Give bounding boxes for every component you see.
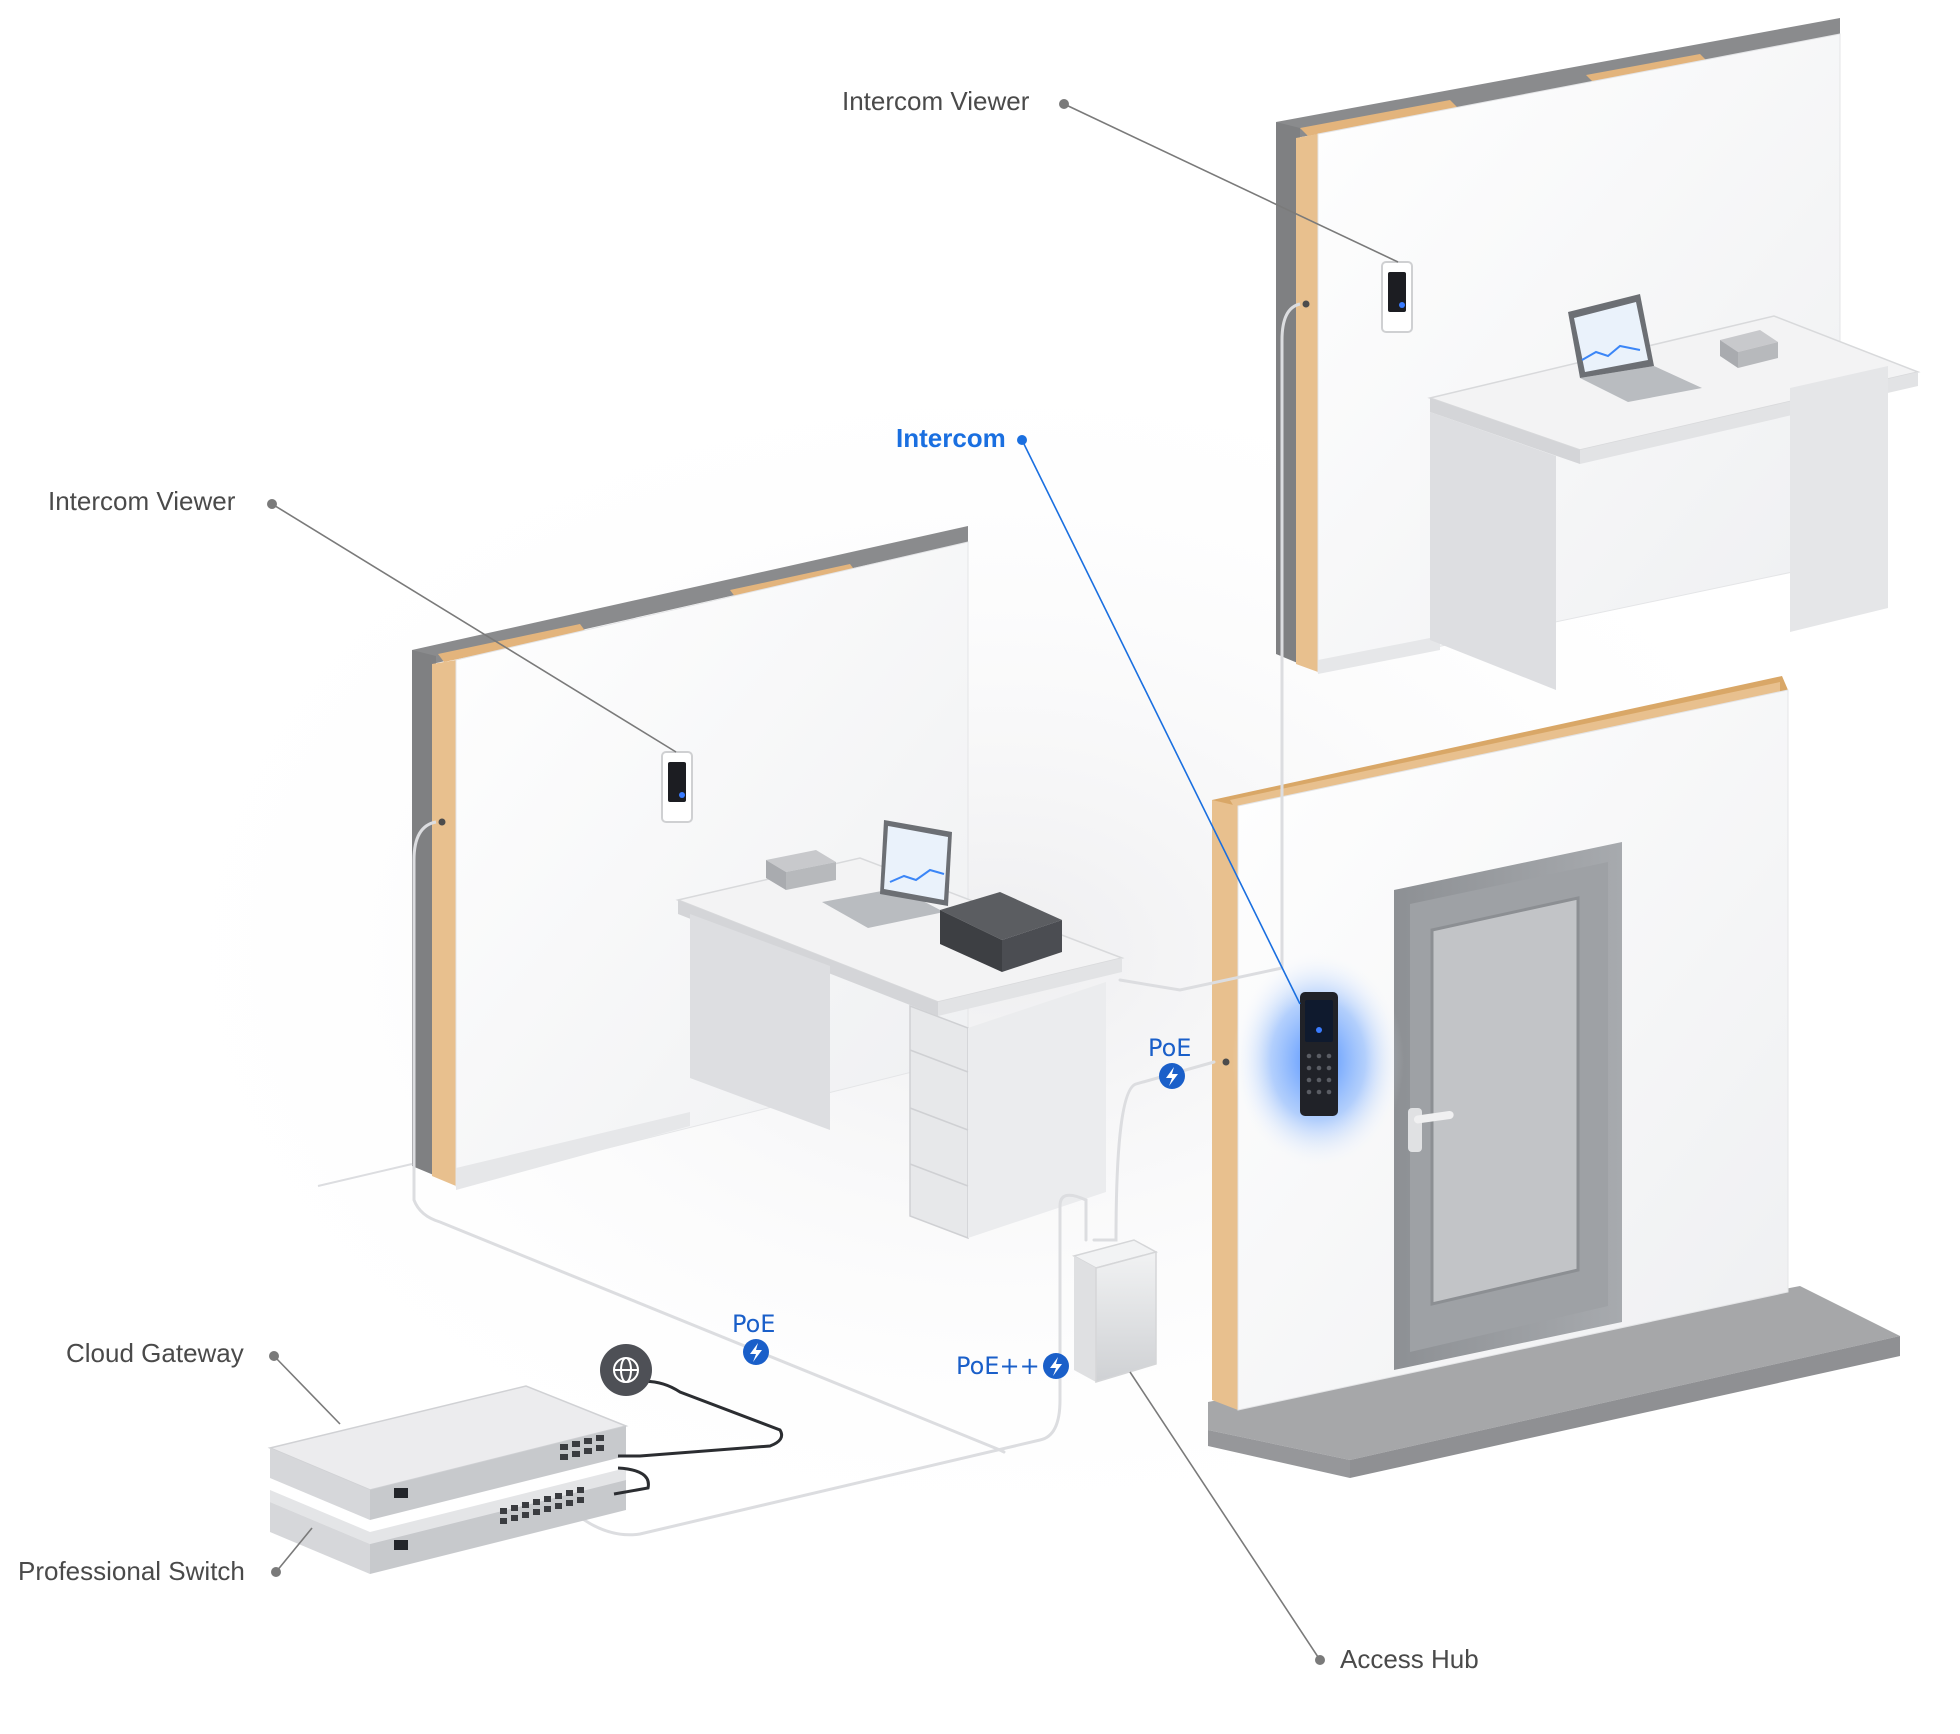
badge-poe-door: PoE (1148, 1034, 1192, 1062)
left-wall-wood (432, 660, 456, 1186)
leader-left-viewer (271, 503, 677, 753)
leader-access-hub (1129, 1371, 1321, 1661)
door-wall-port (1222, 1058, 1230, 1066)
top-wall-cable (1280, 302, 1301, 768)
globe-icon (600, 1344, 652, 1396)
top-books (1720, 330, 1778, 352)
switch-front (270, 1502, 370, 1574)
gateway-ports (560, 1435, 604, 1460)
left-intercom-viewer-screen (668, 762, 686, 802)
leader-lines (271, 103, 1399, 1661)
badge-poe-plus-plus: PoE++ (956, 1352, 1040, 1380)
left-books (766, 850, 836, 872)
lightning-bolt-icon (1159, 1063, 1185, 1089)
drawer-line-1 (909, 1049, 969, 1073)
label-cloud-gateway: Cloud Gateway (66, 1338, 244, 1368)
cable-left-wall-run (998, 1448, 1006, 1454)
gateway-to-switch-cable (613, 1466, 650, 1496)
access-hub-device (1071, 1239, 1159, 1384)
top-wall-top-wood-2 (1586, 54, 1708, 83)
left-desk-drawers-side (968, 982, 1106, 1238)
lightning-bolt-icon (743, 1339, 769, 1365)
switch-ports (500, 1487, 584, 1524)
left-wall-top (412, 526, 968, 664)
door-wall-top-inner (1230, 682, 1780, 810)
left-floor-outline (317, 1163, 413, 1187)
label-intercom: Intercom (896, 423, 1006, 453)
left-desk-right-front (938, 958, 1122, 1016)
access-hub-side (1095, 1251, 1157, 1384)
door-inset (1430, 896, 1580, 1306)
leader-dots (267, 99, 1325, 1665)
intercom-keypad (1306, 1053, 1332, 1095)
top-wall-port (1302, 300, 1310, 308)
left-wall-brick (412, 650, 436, 1176)
door-floor-slab-front (1350, 1336, 1900, 1478)
left-laptop-display (884, 826, 948, 900)
top-intercom-viewer-screen (1388, 272, 1406, 312)
top-wall-top-wood-1 (1300, 100, 1458, 136)
top-books-front (1738, 342, 1778, 368)
printer-top (940, 892, 1062, 940)
left-desk-drawers (909, 1004, 969, 1240)
door-floor-slab (1208, 1286, 1900, 1460)
leader-intercom (1021, 439, 1301, 1005)
label-access-hub: Access Hub (1340, 1644, 1479, 1674)
leader-top-viewer (1063, 103, 1399, 263)
left-books-front (786, 862, 836, 890)
label-professional-switch: Professional Switch (18, 1556, 245, 1586)
left-room (317, 526, 1125, 1452)
top-laptop-base (1580, 366, 1702, 402)
lightning-bolt-icon (1043, 1353, 1069, 1379)
top-desk-right-leg (1790, 366, 1888, 632)
top-laptop-chart (1581, 344, 1641, 361)
access-hub-front (1074, 1256, 1096, 1382)
leader-cloud-gateway (273, 1355, 341, 1425)
cable-hub-to-intercom (1092, 1060, 1216, 1242)
top-desk-left-leg (1430, 412, 1556, 690)
leader-professional-switch (275, 1527, 313, 1573)
top-wall-wood (1296, 134, 1318, 672)
door-wall-wood (1212, 800, 1238, 1410)
printer-front (940, 910, 1002, 972)
top-desk-front (1430, 398, 1580, 464)
top-wall-baseboard (1318, 636, 1440, 674)
door-floor-slab-left (1208, 1430, 1350, 1478)
door-room (1208, 676, 1900, 1478)
intercom-device-screen (1305, 1000, 1333, 1042)
network-rack (267, 1379, 784, 1574)
left-desk-left-leg (690, 914, 830, 1130)
left-wall-cable (412, 820, 1001, 1452)
switch-display (394, 1540, 408, 1550)
top-viewer-button (1399, 302, 1405, 308)
gateway-display (394, 1488, 408, 1498)
intercom-device-button (1316, 1027, 1322, 1033)
printer-side (1002, 920, 1062, 972)
label-intercom-viewer-top: Intercom Viewer (842, 86, 1030, 116)
left-viewer-button (679, 792, 685, 798)
left-laptop-chart (889, 868, 945, 883)
label-intercom-viewer-left: Intercom Viewer (48, 486, 236, 516)
drawer-line-2 (909, 1107, 969, 1131)
left-books-side (766, 860, 786, 890)
left-wall-top-wood-1 (438, 624, 586, 662)
top-books-side (1720, 340, 1738, 368)
door-handle (1413, 1110, 1454, 1124)
left-wall-baseboard (456, 1112, 690, 1190)
drawer-line-3 (909, 1163, 969, 1187)
cable-top-room-run (1118, 766, 1284, 992)
gateway-front (270, 1448, 370, 1520)
left-wall-port (438, 818, 446, 826)
top-room (1276, 18, 1921, 768)
door-handle-plate (1408, 1108, 1422, 1152)
cable-hub-top (1058, 1193, 1088, 1402)
badge-poe-cable: PoE (732, 1310, 776, 1338)
